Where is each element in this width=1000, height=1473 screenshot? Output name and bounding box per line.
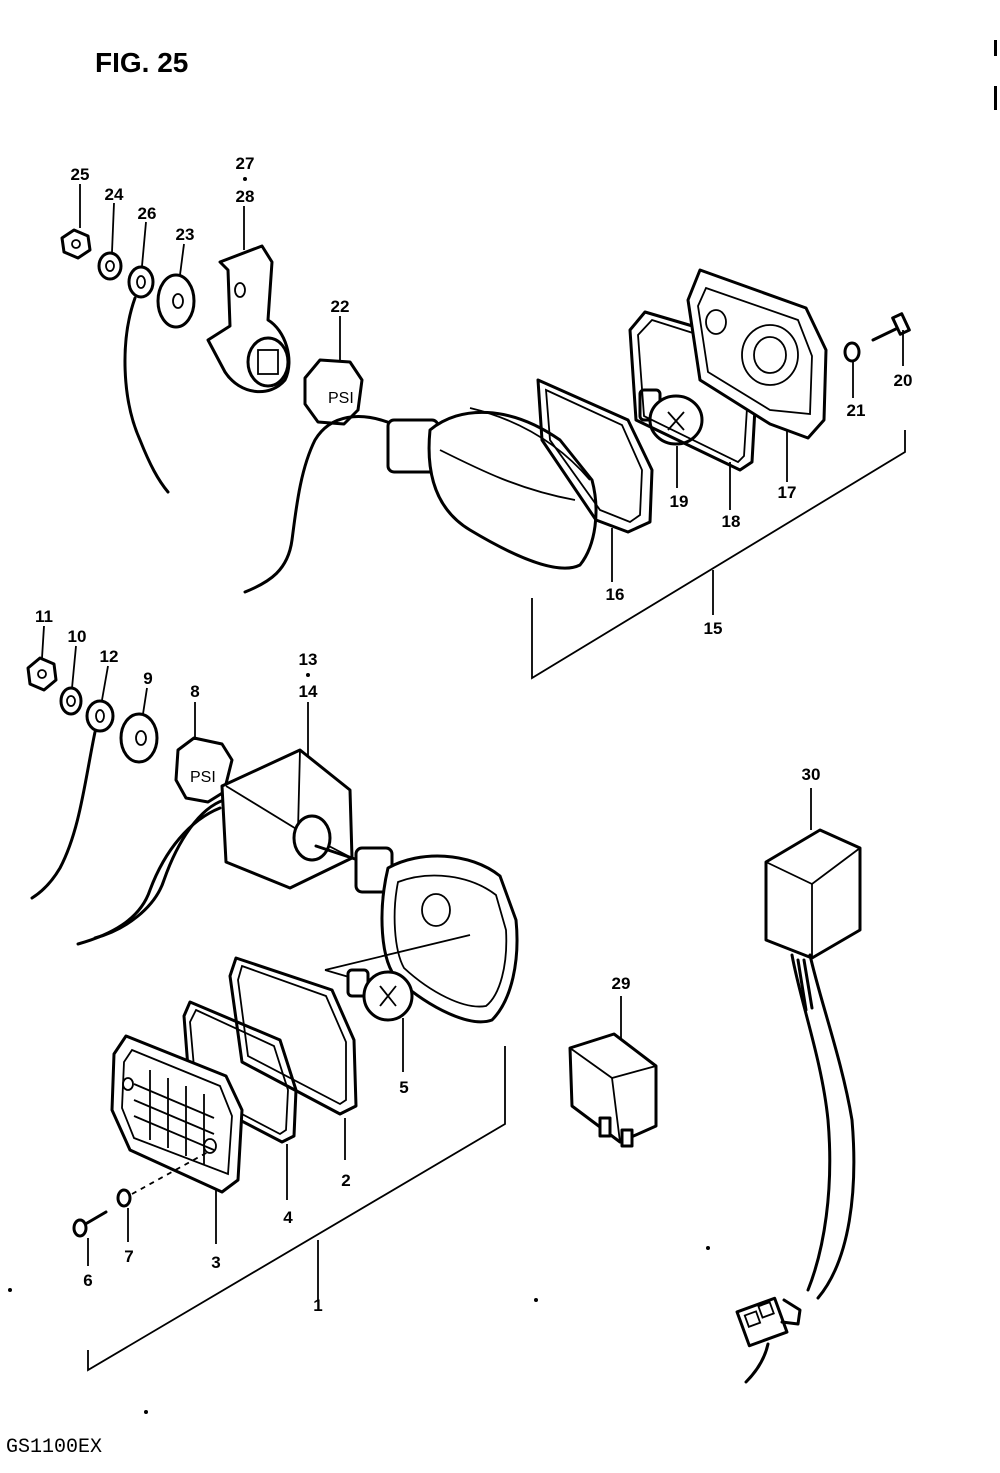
bulb-5: [324, 934, 471, 1022]
callout-3: 3: [211, 1253, 220, 1272]
gasket-4: [182, 1000, 298, 1144]
upper-housing: [386, 407, 598, 570]
callout-25: 25: [71, 165, 90, 184]
lower-leader-lines: [41, 625, 506, 1372]
gasket-2: [228, 956, 358, 1116]
relay-29: [568, 996, 658, 1148]
housing-13-14: [220, 748, 354, 890]
cushion-marking-upper: PSI: [328, 390, 354, 407]
callout-9: 9: [143, 669, 152, 688]
callout-numbers: 25 24 26 23 27 28 22 20 21 19 18 17 16 1…: [35, 154, 912, 1315]
screw-alignment-line: [131, 1151, 209, 1195]
ground-wire-12: [30, 699, 115, 900]
callout-6: 6: [83, 1271, 92, 1290]
washer-7: [116, 1188, 132, 1208]
callout-13: 13: [299, 650, 318, 669]
callout-18: 18: [722, 512, 741, 531]
lens-17: [686, 268, 828, 440]
upper-leader-lines: [79, 184, 906, 680]
callout-17: 17: [778, 483, 797, 502]
callout-4: 4: [283, 1208, 293, 1227]
callout-26: 26: [138, 204, 157, 223]
nut-25: [60, 228, 92, 260]
callout-22: 22: [331, 297, 350, 316]
callout-30: 30: [802, 765, 821, 784]
screw-20: [871, 312, 911, 342]
callout-12: 12: [100, 647, 119, 666]
callout-10: 10: [68, 627, 87, 646]
callout-29: 29: [612, 974, 631, 993]
callout-20: 20: [894, 371, 913, 390]
cushion-22: PSI: [303, 358, 364, 426]
lower-wire-2: [93, 798, 226, 940]
callout-23: 23: [176, 225, 195, 244]
callout-7: 7: [124, 1247, 133, 1266]
callout-19: 19: [670, 492, 689, 511]
washer-23: [156, 273, 196, 329]
callout-separator-13-14: [306, 673, 310, 677]
callout-16: 16: [606, 585, 625, 604]
lock-washer-24: [97, 251, 123, 281]
upper-wire: [243, 415, 397, 594]
lower-wire: [76, 806, 222, 946]
model-code: GS1100EX: [6, 1436, 102, 1459]
washer-9: [119, 712, 159, 764]
callout-5: 5: [399, 1078, 408, 1097]
lamp-housing-lower: [314, 844, 519, 1024]
callout-8: 8: [190, 682, 199, 701]
callout-1: 1: [313, 1296, 322, 1315]
callout-11: 11: [35, 607, 53, 626]
callout-21: 21: [847, 401, 866, 420]
module-30: [735, 788, 862, 1384]
screw-6: [72, 1210, 108, 1238]
washer-21: [843, 341, 861, 363]
callout-28: 28: [236, 187, 255, 206]
bracket-27-28: [206, 244, 291, 394]
figure-title: FIG. 25: [95, 47, 188, 78]
callout-2: 2: [341, 1171, 350, 1190]
ground-wire-26: [123, 265, 170, 494]
gasket-16: [536, 378, 654, 534]
callout-27: 27: [236, 154, 255, 173]
callout-15: 15: [704, 619, 723, 638]
lock-washer-10: [59, 686, 83, 716]
cushion-marking-lower: PSI: [190, 769, 216, 786]
lens-3: [110, 1034, 244, 1194]
callout-14: 14: [299, 682, 318, 701]
nut-11: [26, 656, 58, 692]
callout-24: 24: [105, 185, 124, 204]
print-specks: [8, 40, 997, 1414]
callout-separator-27-28: [243, 177, 247, 181]
